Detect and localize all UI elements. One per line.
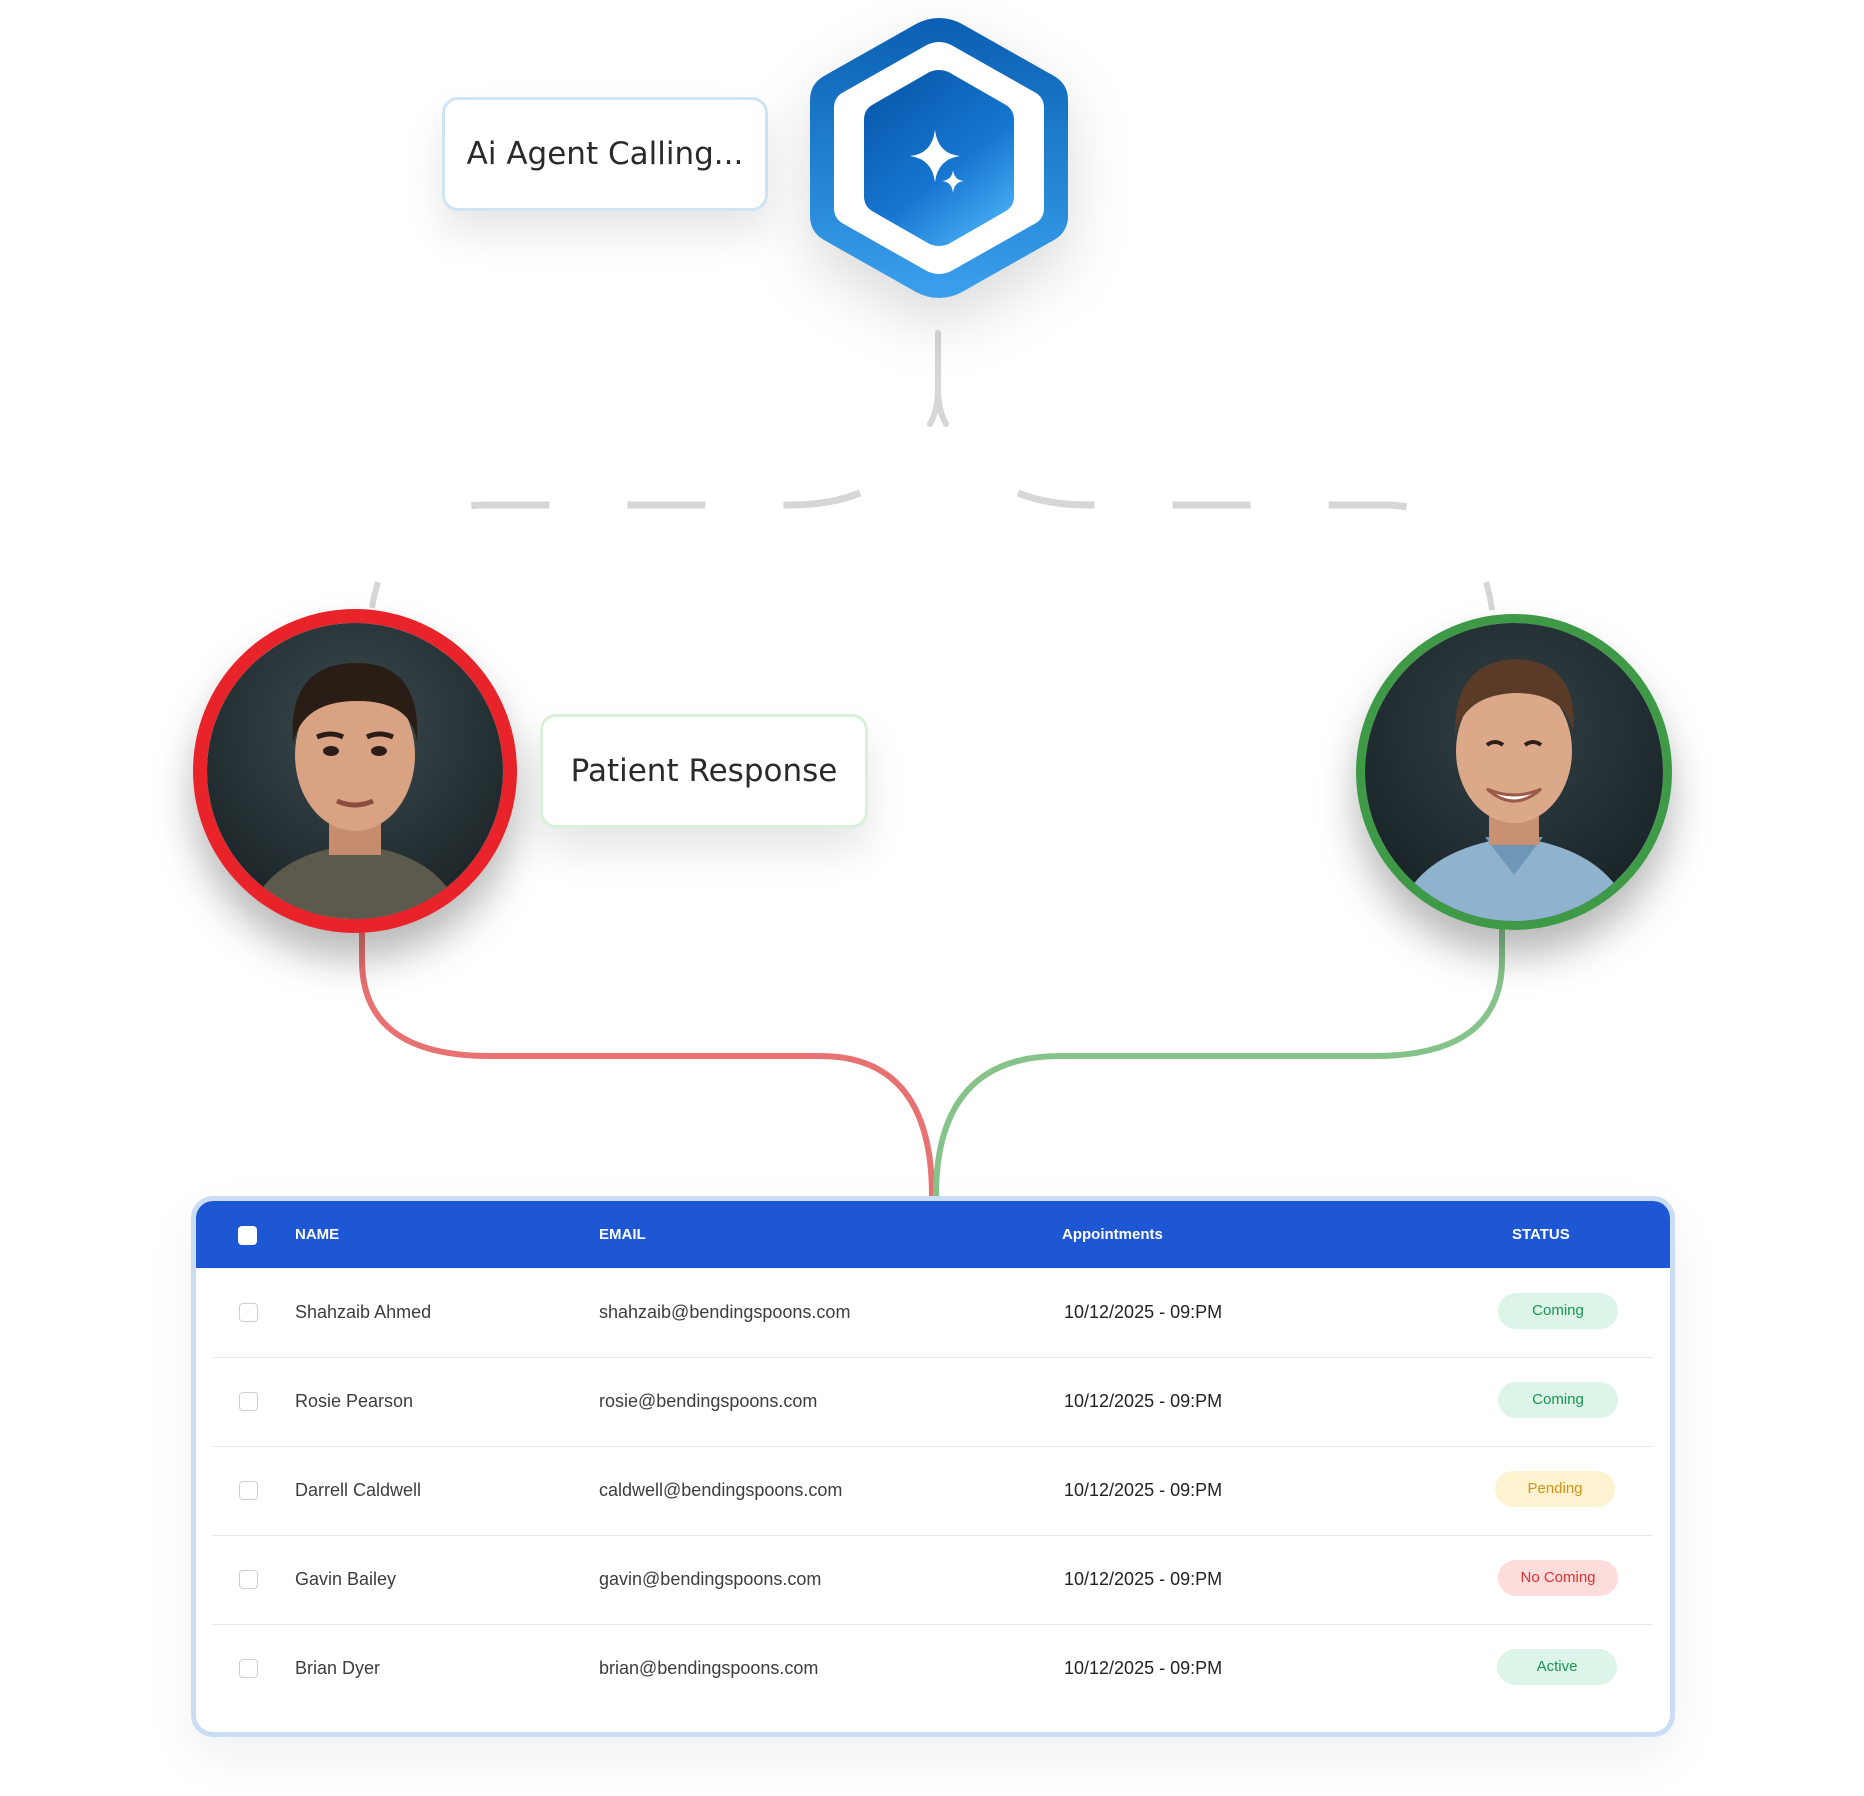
row-checkbox[interactable] <box>239 1659 258 1678</box>
agent-connector <box>927 330 949 427</box>
appointments-table: NAME EMAIL Appointments STATUS Shahzaib … <box>191 1196 1675 1737</box>
table-row[interactable]: Shahzaib Ahmed shahzaib@bendingspoons.co… <box>213 1268 1653 1358</box>
cell-name: Gavin Bailey <box>295 1569 397 1589</box>
status-badge: No Coming <box>1498 1560 1618 1596</box>
hexagon-badge <box>810 18 1068 298</box>
cell-name: Darrell Caldwell <box>295 1480 422 1500</box>
branch-left <box>445 489 862 516</box>
ai-agent-icon[interactable] <box>796 12 1082 322</box>
patient-avatar-image <box>1365 623 1663 921</box>
cell-appointment: 10/12/2025 - 09:PM <box>1064 1391 1223 1411</box>
status-badge: Coming <box>1498 1382 1618 1418</box>
column-header-email[interactable]: EMAIL <box>599 1226 646 1243</box>
patient-response-pill: Patient Response <box>540 714 868 828</box>
status-badge: Coming <box>1498 1293 1618 1329</box>
cell-email: shahzaib@bendingspoons.com <box>599 1302 851 1322</box>
cell-appointment: 10/12/2025 - 09:PM <box>1064 1569 1223 1589</box>
sparkle-icon <box>910 130 964 193</box>
patient-response-label: Patient Response <box>570 753 838 789</box>
agent-status-pill: Ai Agent Calling... <box>442 97 768 211</box>
column-header-status[interactable]: STATUS <box>1512 1226 1570 1243</box>
drop-left <box>369 581 381 609</box>
patient-avatar-image <box>207 623 503 919</box>
row-checkbox[interactable] <box>239 1303 258 1322</box>
cell-name: Shahzaib Ahmed <box>295 1302 432 1322</box>
cell-email: rosie@bendingspoons.com <box>599 1391 818 1411</box>
cell-email: gavin@bendingspoons.com <box>599 1569 822 1589</box>
cell-email: caldwell@bendingspoons.com <box>599 1480 843 1500</box>
table-header: NAME EMAIL Appointments STATUS <box>196 1201 1670 1268</box>
table-row[interactable]: Brian Dyer brian@bendingspoons.com 10/12… <box>213 1624 1653 1713</box>
table-row[interactable]: Rosie Pearson rosie@bendingspoons.com 10… <box>213 1357 1653 1447</box>
row-checkbox[interactable] <box>239 1392 258 1411</box>
line-green <box>933 926 1505 1197</box>
agent-status-label: Ai Agent Calling... <box>466 136 744 172</box>
patient-avatar-right[interactable] <box>1356 614 1672 930</box>
cell-appointment: 10/12/2025 - 09:PM <box>1064 1302 1223 1322</box>
branch-right <box>1016 489 1425 516</box>
row-checkbox[interactable] <box>239 1481 258 1500</box>
column-header-name[interactable]: NAME <box>295 1226 340 1243</box>
status-badge: Active <box>1497 1649 1617 1685</box>
column-header-appointments[interactable]: Appointments <box>1062 1226 1163 1243</box>
line-red <box>359 928 935 1197</box>
cell-appointment: 10/12/2025 - 09:PM <box>1064 1658 1223 1678</box>
cell-email: brian@bendingspoons.com <box>599 1658 819 1678</box>
row-checkbox[interactable] <box>239 1570 258 1589</box>
drop-right <box>1483 581 1495 611</box>
patient-avatar-left[interactable] <box>193 609 517 933</box>
table-row[interactable]: Gavin Bailey gavin@bendingspoons.com 10/… <box>213 1535 1653 1625</box>
cell-name: Rosie Pearson <box>295 1391 414 1411</box>
select-all-checkbox[interactable] <box>238 1226 257 1245</box>
cell-name: Brian Dyer <box>295 1658 381 1678</box>
table-row[interactable]: Darrell Caldwell caldwell@bendingspoons.… <box>213 1446 1653 1536</box>
status-badge: Pending <box>1495 1471 1615 1507</box>
cell-appointment: 10/12/2025 - 09:PM <box>1064 1480 1223 1500</box>
